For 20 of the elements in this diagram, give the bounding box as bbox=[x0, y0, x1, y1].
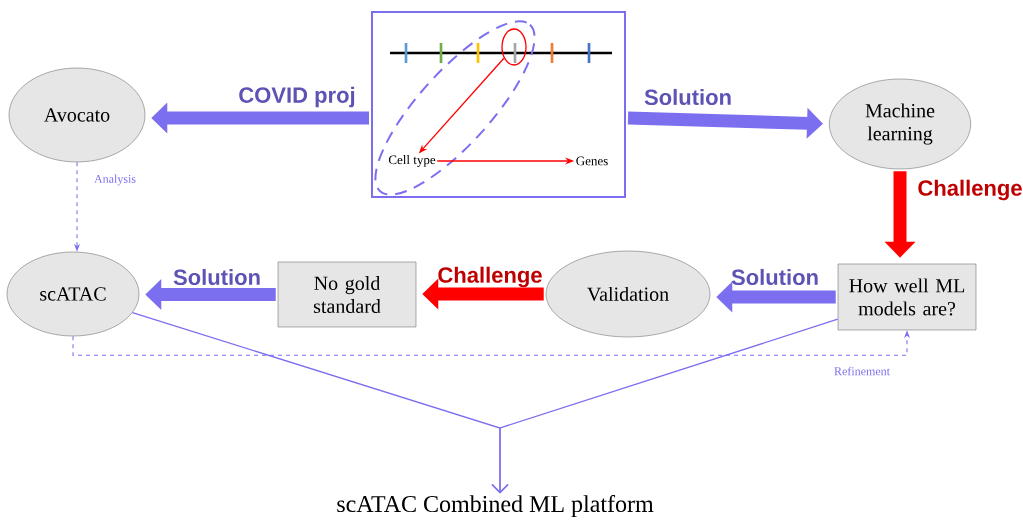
arrow bbox=[491, 318, 839, 494]
edge-label: Analysis bbox=[92, 173, 138, 187]
text-label: Genes bbox=[576, 156, 608, 166]
edge-label: COVID proj bbox=[239, 86, 355, 108]
process-box: No gold standard bbox=[277, 261, 417, 328]
edge-label: Solution bbox=[731, 268, 818, 286]
picture-frame bbox=[371, 11, 626, 198]
ellipse-node: scATAC bbox=[6, 251, 140, 337]
text-label: scATAC Combined ML platform bbox=[337, 495, 654, 517]
edge-label: Solution bbox=[173, 268, 260, 286]
edge-label: Solution bbox=[644, 88, 731, 106]
process-box: How well ML models are? bbox=[837, 263, 977, 331]
ellipse-node: Machine learning bbox=[829, 78, 971, 170]
text-label: Cell type bbox=[388, 155, 436, 167]
edge-label: Challenge bbox=[438, 266, 542, 288]
ellipse-node: Avocato bbox=[8, 67, 146, 163]
ellipse-node: Validation bbox=[545, 250, 711, 338]
edge-label: Refinement bbox=[832, 365, 892, 377]
edge-label: Challenge bbox=[918, 179, 1022, 201]
highlight-circle bbox=[501, 28, 527, 66]
